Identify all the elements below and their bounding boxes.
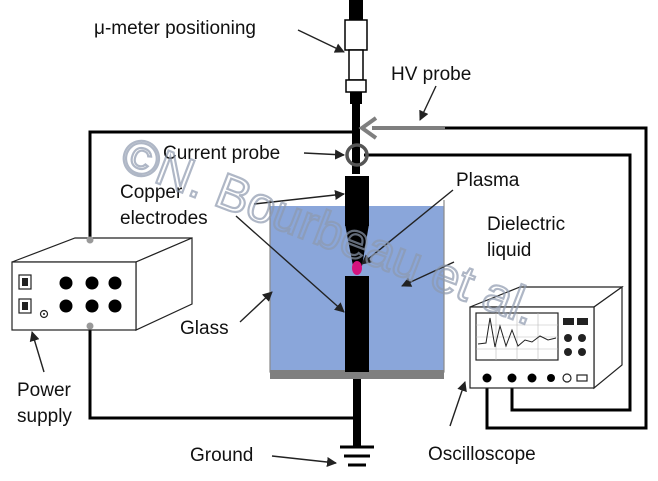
- micrometer-positioner: [344, 0, 368, 174]
- plasma-discharge: [352, 261, 362, 275]
- label-copper-line2: electrodes: [120, 208, 208, 229]
- label-glass: Glass: [180, 318, 229, 339]
- label-dielectric-line1: Dielectric: [487, 214, 565, 235]
- copper-electrodes: [345, 176, 369, 447]
- wiring: [88, 126, 648, 430]
- label-power-line2: supply: [17, 406, 72, 427]
- label-oscilloscope: Oscilloscope: [428, 444, 536, 465]
- ground-symbol: [340, 445, 374, 467]
- label-pointers: [29, 29, 467, 467]
- label-plasma: Plasma: [456, 170, 520, 191]
- oscilloscope-unit: [469, 285, 624, 390]
- scope-trace: [477, 317, 557, 348]
- label-power-line1: Power: [17, 380, 72, 401]
- power-supply-unit: [11, 236, 193, 331]
- label-hv-probe: HV probe: [391, 64, 471, 85]
- label-current-probe: Current probe: [163, 143, 280, 164]
- hv-probe-arrow: [358, 116, 445, 140]
- labels: μ-meter positioning HV probe Current pro…: [17, 18, 565, 466]
- label-ground: Ground: [190, 445, 253, 466]
- label-dielectric-line2: liquid: [487, 240, 531, 261]
- tank-base: [270, 370, 444, 379]
- current-probe-ring: [345, 143, 369, 167]
- label-copper-line1: Copper: [120, 182, 183, 203]
- label-positioning: μ-meter positioning: [94, 18, 256, 39]
